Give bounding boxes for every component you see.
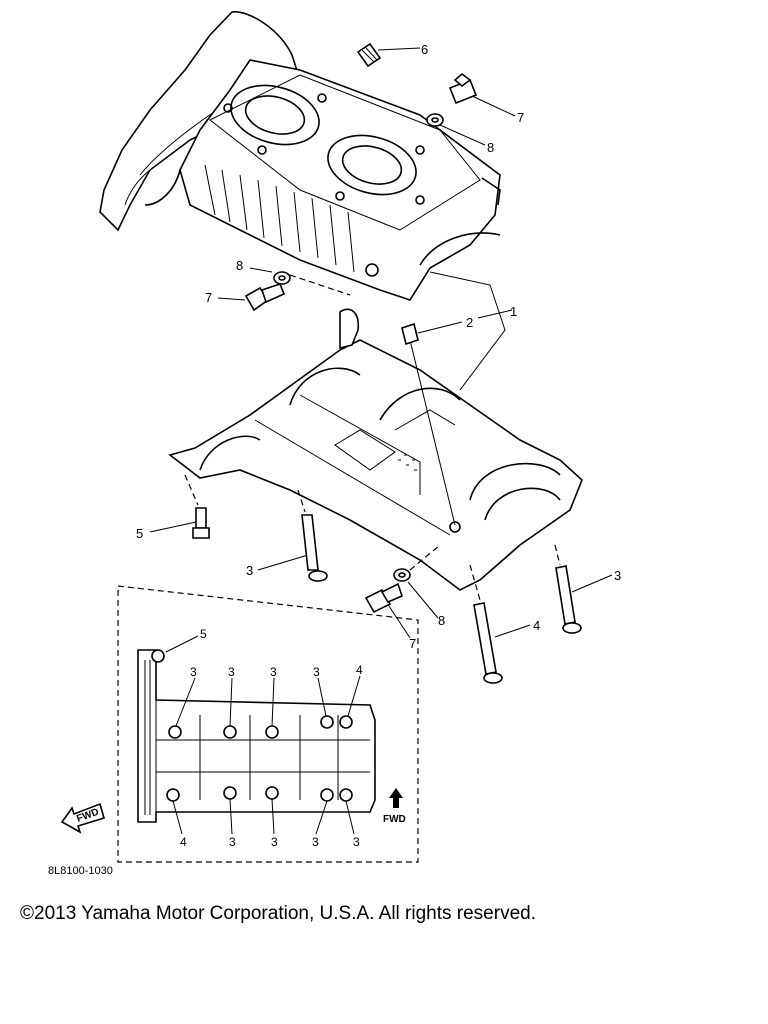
part-8-washer-top xyxy=(426,113,444,127)
callout-8-left: 8 xyxy=(236,258,243,273)
callout-3-right: 3 xyxy=(614,568,621,583)
fwd-up-arrow-icon xyxy=(389,788,403,808)
inset-bottom-label-1: 4 xyxy=(180,835,187,849)
callout-8-top: 8 xyxy=(487,140,494,155)
copyright-notice: ©2013 Yamaha Motor Corporation, U.S.A. A… xyxy=(20,903,536,924)
part-7-bolt-left xyxy=(244,283,286,312)
part-7-bolt-top xyxy=(448,72,478,105)
inset-bottom-label-5: 3 xyxy=(353,835,360,849)
part-3-bolt-left xyxy=(301,514,328,582)
part-5-bolt xyxy=(192,507,210,539)
fasteners xyxy=(192,42,582,684)
fwd-label-inset: FWD xyxy=(383,814,406,825)
part-2-dowel xyxy=(401,322,419,346)
part-8-washer-left xyxy=(273,271,291,285)
lower-crankcase xyxy=(168,308,583,591)
figure-code: 8L8100-1030 xyxy=(48,865,113,877)
inset-bottom-label-3: 3 xyxy=(271,835,278,849)
part-8-washer-bottom xyxy=(393,568,411,582)
callout-8-bottom: 8 xyxy=(438,613,445,628)
part-6-stud xyxy=(356,42,382,68)
bolt-layout-inset: 5 3 3 3 3 4 4 3 3 3 3 FWD xyxy=(117,585,419,863)
inset-callout-5: 5 xyxy=(200,627,207,641)
inset-top-label-1: 3 xyxy=(190,665,197,679)
part-7-bolt-bottom xyxy=(364,582,403,614)
callout-2: 2 xyxy=(466,315,473,330)
inset-top-label-5: 4 xyxy=(356,663,363,677)
inset-bottom-label-2: 3 xyxy=(229,835,236,849)
part-3-bolt-right xyxy=(555,565,582,634)
callout-7-top: 7 xyxy=(517,110,524,125)
fwd-arrow-left-icon: FWD xyxy=(60,802,105,834)
inset-bottom-label-4: 3 xyxy=(312,835,319,849)
part-4-bolt xyxy=(473,602,503,684)
callout-5: 5 xyxy=(136,526,143,541)
callout-4: 4 xyxy=(533,618,540,633)
callout-7-left: 7 xyxy=(205,290,212,305)
callout-1: 1 xyxy=(510,304,517,319)
callout-6: 6 xyxy=(421,42,428,57)
leader-lines xyxy=(149,47,613,639)
callout-7-bottom: 7 xyxy=(409,636,416,651)
inset-top-label-3: 3 xyxy=(270,665,277,679)
inset-top-label-4: 3 xyxy=(313,665,320,679)
inset-top-label-2: 3 xyxy=(228,665,235,679)
callout-labels: 6 7 8 8 7 2 1 5 3 3 4 8 7 xyxy=(136,42,621,651)
callout-3-left: 3 xyxy=(246,563,253,578)
inset-bolt-5 xyxy=(151,649,165,663)
upper-crankcase xyxy=(99,11,501,301)
